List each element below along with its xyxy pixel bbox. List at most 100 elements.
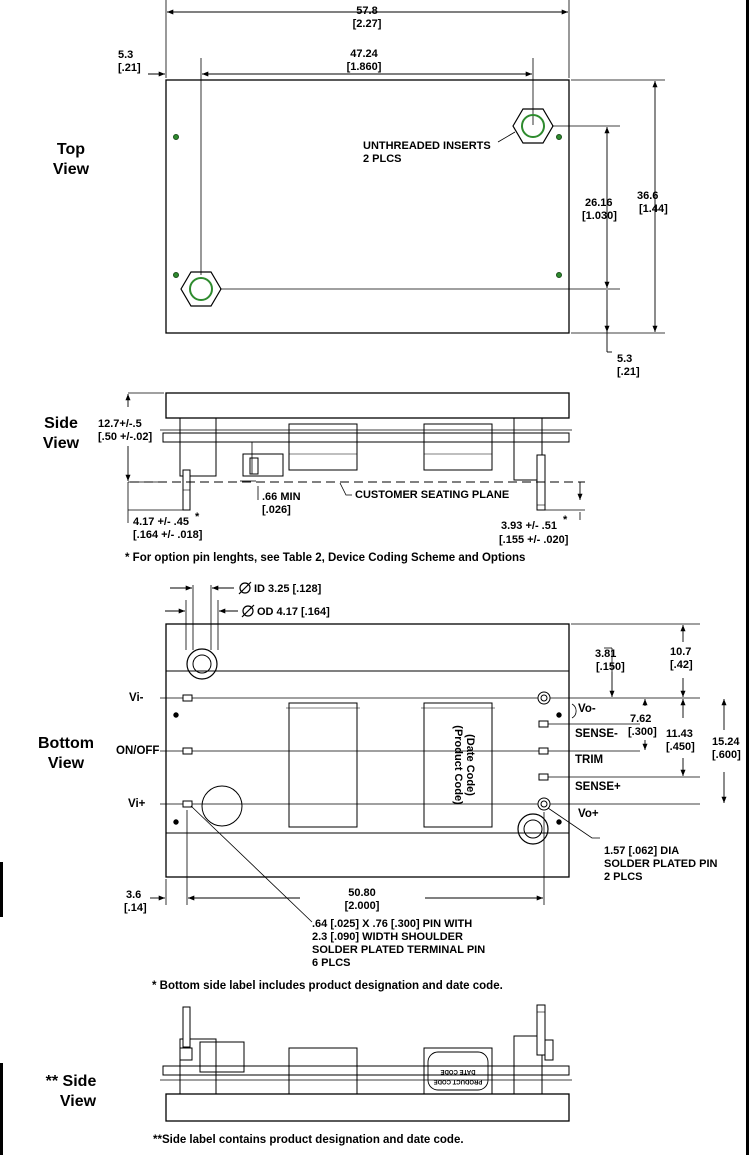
- insert-post: [179, 417, 217, 477]
- top-view-outline: [165, 79, 570, 334]
- svg-text:[.42]: [.42]: [670, 659, 693, 671]
- left-frame-bar: [0, 862, 3, 917]
- pin-label-trim: TRIM: [575, 754, 603, 766]
- svg-text:[.300]: [.300]: [628, 726, 657, 738]
- svg-text:(Product Code): (Product Code): [452, 725, 464, 805]
- bottom-view-outline: [165, 623, 570, 878]
- svg-text:3.93 +/- .51: 3.93 +/- .51: [501, 520, 557, 532]
- svg-text:(Date Code): (Date Code): [464, 734, 476, 796]
- svg-text:1.57 [.062] DIA: 1.57 [.062] DIA: [604, 845, 679, 857]
- svg-text:5.3: 5.3: [617, 353, 632, 365]
- svg-text:36.6: 36.6: [637, 190, 658, 202]
- pin-label-on-off: ON/OFF: [116, 745, 159, 757]
- svg-text:[1.030]: [1.030]: [582, 210, 617, 222]
- insert-circle: [517, 813, 549, 845]
- insert-post: [513, 417, 543, 481]
- top-view-text: 57.8 [2.27] 47.24 [1.860] 5.3 [.21] UNTH…: [118, 5, 668, 378]
- pcb: [162, 432, 570, 443]
- svg-text:12.7+/-.5: 12.7+/-.5: [98, 418, 142, 430]
- baseplate: [165, 392, 570, 419]
- side-view-text: 12.7+/-.5 [.50 +/-.02] .66 MIN [.026] CU…: [98, 418, 569, 564]
- svg-text:PRODUCT CODE: PRODUCT CODE: [434, 1078, 483, 1084]
- pcb-outline: [165, 670, 570, 834]
- svg-text:[.50 +/-.02]: [.50 +/-.02]: [98, 431, 152, 443]
- mount-dot: [173, 272, 179, 278]
- svg-text:OD 4.17 [.164]: OD 4.17 [.164]: [257, 606, 330, 618]
- insert-post: [513, 1035, 543, 1095]
- svg-text:6 PLCS: 6 PLCS: [312, 957, 351, 969]
- svg-text:[1.860]: [1.860]: [347, 61, 382, 73]
- pin-label-vi-minus: Vi-: [129, 692, 144, 704]
- pin: [536, 1004, 546, 1056]
- top-view-label: Top View: [52, 141, 90, 178]
- svg-text:11.43: 11.43: [666, 728, 693, 740]
- svg-text:.64 [.025] X .76 [.300] PIN WI: .64 [.025] X .76 [.300] PIN WITH: [312, 918, 472, 930]
- pin-label-vo-plus: Vo+: [578, 808, 599, 820]
- svg-text:[.150]: [.150]: [596, 661, 625, 673]
- product-label: [423, 702, 493, 828]
- svg-text:SOLDER PLATED PIN: SOLDER PLATED PIN: [604, 858, 718, 870]
- svg-text:* Bottom side label includes p: * Bottom side label includes product des…: [152, 980, 503, 992]
- svg-text:47.24: 47.24: [350, 48, 378, 60]
- svg-text:*: *: [563, 514, 568, 526]
- side-view-label: Side View: [42, 415, 80, 452]
- svg-text:57.8: 57.8: [356, 5, 377, 17]
- side-view-2: [160, 1004, 572, 1122]
- bottom-view-text: ID 3.25 [.128] OD 4.17 [.164] Vi- ON/OFF…: [116, 583, 741, 992]
- side-view: [125, 392, 585, 523]
- side-label: [423, 1047, 493, 1095]
- svg-text:15.24: 15.24: [712, 736, 740, 748]
- svg-text:7.62: 7.62: [630, 713, 651, 725]
- svg-text:[.600]: [.600]: [712, 749, 741, 761]
- right-frame-bar: [746, 0, 749, 1155]
- svg-text:5.3: 5.3: [118, 49, 133, 61]
- mount-dot: [556, 272, 562, 278]
- pin-label-vi-plus: Vi+: [128, 798, 146, 810]
- svg-text:2 PLCS: 2 PLCS: [604, 871, 643, 883]
- pin-label-sense-plus: SENSE+: [575, 781, 621, 793]
- component: [423, 423, 493, 471]
- svg-text:[.21]: [.21]: [617, 366, 640, 378]
- svg-text:ID 3.25 [.128]: ID 3.25 [.128]: [254, 583, 322, 595]
- svg-text:[1.44]: [1.44]: [639, 203, 668, 215]
- svg-text:[.164 +/- .018]: [.164 +/- .018]: [133, 529, 203, 541]
- svg-text:2.3 [.090] WIDTH SHOULDER: 2.3 [.090] WIDTH SHOULDER: [312, 931, 463, 943]
- svg-text:[2.000]: [2.000]: [345, 900, 380, 912]
- svg-text:UNTHREADED INSERTS: UNTHREADED INSERTS: [363, 140, 491, 152]
- pin-label-sense-minus: SENSE-: [575, 728, 618, 740]
- svg-text:* For option pin lenghts, see: * For option pin lenghts, see Table 2, D…: [125, 552, 525, 564]
- svg-text:CUSTOMER SEATING PLANE: CUSTOMER SEATING PLANE: [355, 489, 509, 501]
- insert-post: [179, 1038, 217, 1095]
- svg-text:.66 MIN: .66 MIN: [262, 491, 301, 503]
- component: [288, 1047, 358, 1095]
- bottom-view: [150, 581, 727, 923]
- mount-dot: [556, 134, 562, 140]
- top-view: [148, 0, 665, 353]
- svg-text:[2.27]: [2.27]: [353, 18, 382, 30]
- hex-insert: [512, 108, 554, 144]
- svg-text:26.16: 26.16: [585, 197, 613, 209]
- mount-dot: [173, 134, 179, 140]
- svg-text:4.17 +/- .45: 4.17 +/- .45: [133, 516, 189, 528]
- side-view-2-text: DATE CODE PRODUCT CODE **Side label cont…: [153, 1068, 482, 1146]
- svg-text:[.21]: [.21]: [118, 62, 141, 74]
- svg-text:DATE CODE: DATE CODE: [441, 1068, 476, 1074]
- svg-text:*: *: [195, 511, 200, 523]
- svg-text:[.14]: [.14]: [124, 902, 147, 914]
- svg-text:3.81: 3.81: [595, 648, 616, 660]
- svg-text:3.6: 3.6: [126, 889, 141, 901]
- svg-text:50.80: 50.80: [348, 887, 376, 899]
- bottom-view-label: Bottom View: [38, 735, 94, 772]
- svg-text:SOLDER PLATED TERMINAL PIN: SOLDER PLATED TERMINAL PIN: [312, 944, 485, 956]
- svg-text:[.026]: [.026]: [262, 504, 291, 516]
- pin-label-vo-minus: Vo-: [578, 703, 596, 715]
- left-frame-bar: [0, 1063, 3, 1155]
- hex-insert: [180, 271, 222, 307]
- pcb: [162, 1065, 570, 1076]
- component: [288, 702, 358, 828]
- side-view-2-label: ** Side View: [45, 1073, 97, 1110]
- component: [288, 423, 358, 471]
- svg-text:10.7: 10.7: [670, 646, 691, 658]
- svg-text:2 PLCS: 2 PLCS: [363, 153, 402, 165]
